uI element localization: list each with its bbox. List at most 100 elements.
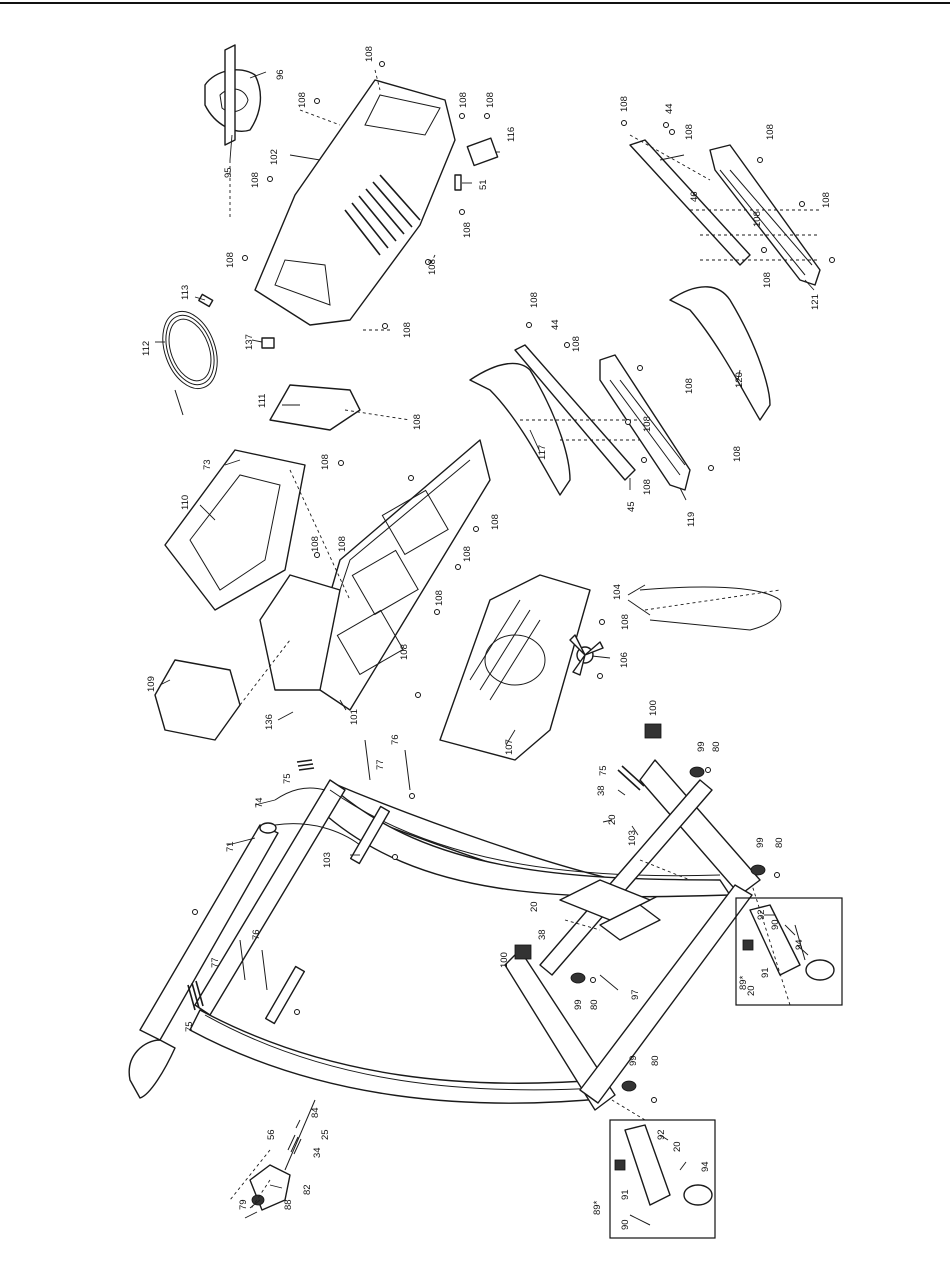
callout-label: 121 xyxy=(810,294,821,310)
safety-strap xyxy=(204,44,262,146)
callout-label: 99 xyxy=(755,837,766,848)
callout-label: 97 xyxy=(630,989,641,1000)
callout-label: 91 xyxy=(620,1189,631,1200)
callout-label: 84 xyxy=(310,1107,321,1118)
callout-label: 103 xyxy=(627,830,638,846)
tray-111 xyxy=(269,384,361,431)
part-51 xyxy=(454,174,462,191)
callout-label: 92 xyxy=(656,1129,667,1140)
callout-label: 76 xyxy=(251,929,262,940)
callout-label: 46 xyxy=(689,191,700,202)
callout-label: 20 xyxy=(672,1141,683,1152)
callout-label: 108 xyxy=(529,292,540,308)
callout-label: 80 xyxy=(589,999,600,1010)
callout-label: 75 xyxy=(184,1021,195,1032)
callout-label: 108 xyxy=(485,92,496,108)
callout-label: 104 xyxy=(612,584,623,600)
part-113 xyxy=(198,293,214,308)
wheel-box-right xyxy=(735,897,843,1006)
callout-label: 108 xyxy=(642,479,653,495)
callout-label: 137 xyxy=(244,334,255,350)
callout-label: 51 xyxy=(478,179,489,190)
callout-label: 108 xyxy=(310,536,321,552)
handrail-right xyxy=(629,139,821,421)
callout-label: 108 xyxy=(642,416,653,432)
callout-label: 89* xyxy=(738,975,749,990)
callout-label: 75 xyxy=(598,765,609,776)
callout-label: 108 xyxy=(402,322,413,338)
callout-label: 108 xyxy=(762,272,773,288)
callout-label: 106 xyxy=(619,652,630,668)
callout-label: 108 xyxy=(297,92,308,108)
wire-75b xyxy=(187,980,204,1011)
callout-label: 80 xyxy=(711,741,722,752)
power-cord xyxy=(162,310,218,416)
callout-label: 89* xyxy=(592,1200,603,1215)
bolt-76a xyxy=(364,739,371,781)
leader-lines xyxy=(155,71,815,1219)
callout-label: 108 xyxy=(225,252,236,268)
leveler-100a xyxy=(644,723,662,739)
callout-label: 20 xyxy=(607,814,618,825)
callout-label: 20 xyxy=(746,985,757,996)
callout-label: 34 xyxy=(312,1147,323,1158)
fan-106 xyxy=(569,634,604,676)
part-137 xyxy=(261,337,275,349)
callout-label: 108 xyxy=(320,454,331,470)
foot-99b xyxy=(750,864,766,876)
callout-label: 80 xyxy=(650,1055,661,1066)
callout-label: 79 xyxy=(238,1199,249,1210)
console-tray xyxy=(164,449,341,691)
callout-label: 112 xyxy=(141,341,152,356)
leveler-100b xyxy=(514,944,532,960)
callout-label: 108 xyxy=(821,192,832,208)
callout-label: 90 xyxy=(770,919,781,930)
callout-label: 44 xyxy=(664,103,675,114)
callout-label: 75 xyxy=(282,773,293,784)
callout-label: 113 xyxy=(180,285,191,300)
callout-label: 108 xyxy=(250,172,261,188)
callout-label: 119 xyxy=(686,512,697,527)
callout-label: 136 xyxy=(264,714,275,730)
callout-label: 99 xyxy=(696,741,707,752)
callout-label: 103 xyxy=(322,852,333,868)
callout-label: 100 xyxy=(648,700,659,716)
callout-label: 91 xyxy=(760,967,771,978)
cable-74 xyxy=(274,787,326,801)
cable-104 xyxy=(639,586,782,631)
callout-label: 108 xyxy=(462,546,473,562)
callout-label: 44 xyxy=(550,319,561,330)
callout-label: 77 xyxy=(375,759,386,770)
bolt-76b xyxy=(404,749,411,791)
callout-label: 99 xyxy=(628,1055,639,1066)
callout-label: 80 xyxy=(774,837,785,848)
wheel-box-left xyxy=(609,1119,716,1239)
screws xyxy=(192,61,835,1103)
callout-label: 99 xyxy=(573,999,584,1010)
callout-label: 74 xyxy=(254,797,265,808)
callout-label: 94 xyxy=(700,1161,711,1172)
motor-hood xyxy=(254,79,456,326)
callout-label: 108 xyxy=(490,514,501,530)
callout-label: 77 xyxy=(210,957,221,968)
bracket-103a xyxy=(349,805,391,865)
callout-label: 73 xyxy=(202,459,213,470)
callout-label: 108 xyxy=(752,211,763,227)
callout-label: 94 xyxy=(794,939,805,950)
callout-label: 102 xyxy=(269,149,280,165)
callout-label: 108 xyxy=(462,222,473,238)
callout-label: 108 xyxy=(732,446,743,462)
bracket-103b xyxy=(264,965,306,1025)
callout-label: 108 xyxy=(412,414,423,430)
foot-99a xyxy=(689,766,705,778)
foot-99d xyxy=(621,1080,637,1092)
handrail-left xyxy=(469,344,691,496)
callout-label: 108 xyxy=(399,644,410,660)
callout-label: 38 xyxy=(537,929,548,940)
tray-109 xyxy=(154,659,241,741)
callout-label: 76 xyxy=(390,734,401,745)
callout-label: 108 xyxy=(620,614,631,630)
callout-label: 82 xyxy=(302,1184,313,1195)
callout-label: 108 xyxy=(434,590,445,606)
assembly-dashes xyxy=(229,69,820,1211)
